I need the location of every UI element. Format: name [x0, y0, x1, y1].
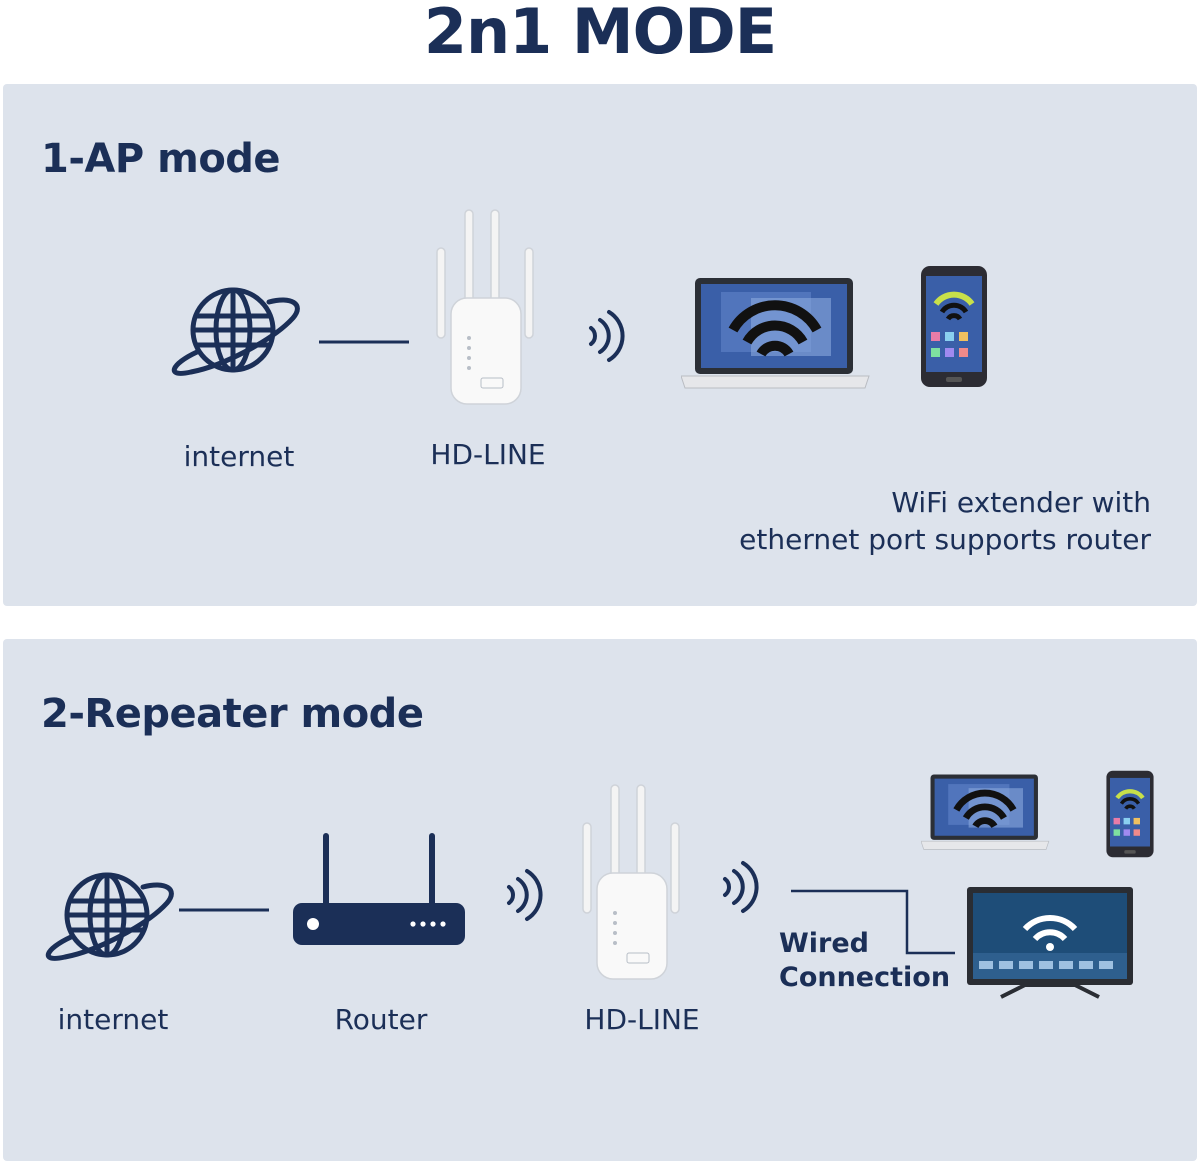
router-label: Router [334, 1003, 428, 1036]
smartphone-icon [919, 264, 989, 389]
hd-line-label: HD-LINE [584, 1003, 700, 1036]
wired-line-2: Connection [779, 962, 951, 993]
smartphone-icon [1105, 769, 1155, 859]
internet-label: internet [57, 1003, 169, 1036]
ap-mode-heading: 1-AP mode [41, 136, 281, 182]
connection-line [319, 340, 409, 344]
wifi-extender-icon [431, 208, 541, 408]
internet-label: internet [183, 440, 295, 473]
repeater-mode-panel: 2-Repeater mode [3, 639, 1197, 1161]
ap-mode-panel: 1-AP mode internet HD-LINE WiFi extender… [3, 84, 1197, 606]
wifi-signal-icon [719, 857, 759, 917]
connection-line [179, 908, 269, 912]
wifi-signal-icon [503, 865, 543, 925]
hd-line-label: HD-LINE [430, 438, 546, 471]
main-title: 2n1 MODE [423, 0, 777, 68]
wifi-signal-icon [585, 306, 625, 366]
caption-line-2: ethernet port supports router [739, 523, 1151, 556]
globe-icon [163, 280, 303, 380]
wired-line-1: Wired [779, 928, 869, 959]
wired-connection-line [791, 889, 955, 955]
router-icon [293, 833, 465, 945]
globe-icon [37, 865, 177, 965]
repeater-mode-heading: 2-Repeater mode [41, 691, 424, 737]
caption-line-1: WiFi extender with [891, 486, 1151, 519]
wifi-extender-icon [577, 783, 687, 983]
laptop-icon [921, 773, 1057, 855]
ap-mode-caption: WiFi extender with ethernet port support… [739, 484, 1151, 558]
tv-icon [967, 887, 1133, 999]
wired-connection-label: Wired Connection [779, 927, 950, 995]
laptop-icon [681, 276, 881, 396]
